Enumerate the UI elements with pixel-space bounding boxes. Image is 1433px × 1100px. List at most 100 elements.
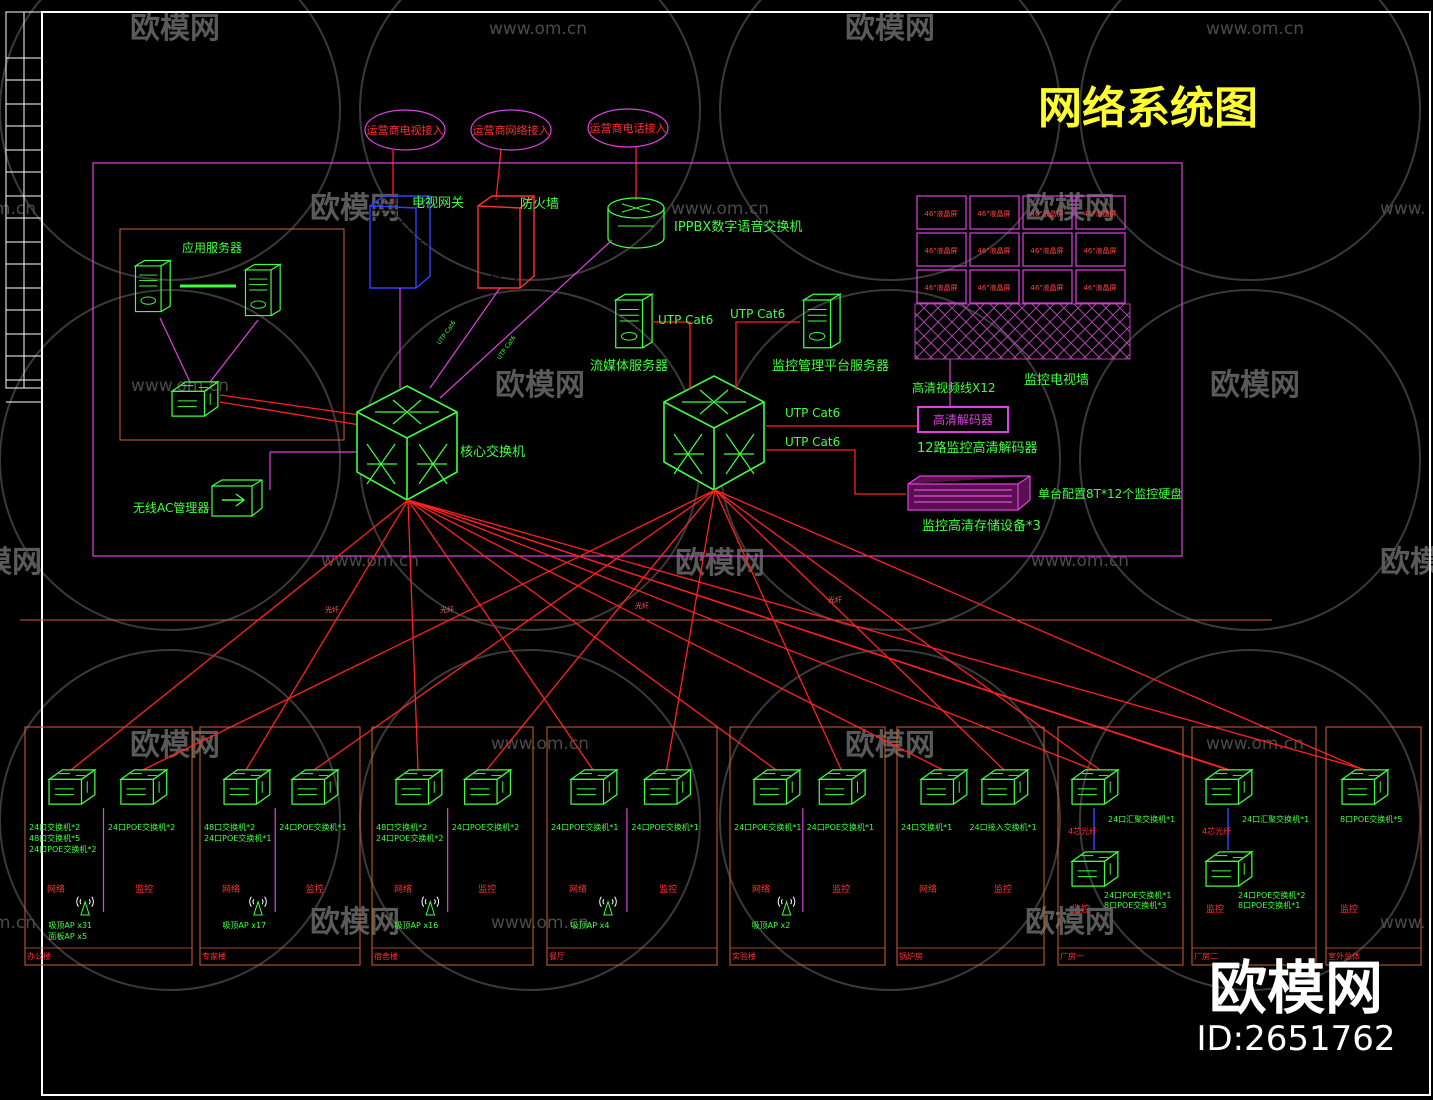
tv-screen	[916, 195, 967, 230]
core-switch-icon	[356, 385, 458, 501]
tv-screen	[1075, 269, 1126, 304]
fiber-label: 光纤	[325, 605, 339, 614]
tv-screen-label: 46"液晶屏	[1030, 283, 1063, 292]
fiber-cable	[407, 499, 419, 771]
monitor-core-switch-icon	[663, 375, 765, 491]
zone-left-switches: 24口POE交换机*1	[551, 822, 618, 832]
watermark-url: www.om.cn	[1031, 551, 1129, 571]
watermark-text: 欧模网	[845, 728, 935, 763]
utp-label-1: UTP Cat6	[658, 313, 713, 327]
tv-screen-label: 46"液晶屏	[924, 209, 957, 218]
watermark-text: 欧模网	[1025, 905, 1115, 940]
zone-net-label: 网络	[394, 883, 412, 895]
zone-right-switches: 24口汇聚交换机*1	[1242, 814, 1309, 824]
tv-screen	[1022, 195, 1073, 230]
monitor-platform-label: 监控管理平台服务器	[772, 358, 889, 374]
poe-switch-icon	[981, 769, 1029, 805]
watermark-text: 欧模网	[675, 546, 765, 581]
watermark-text: 欧模网	[130, 11, 220, 46]
drawing-frame	[5, 11, 1431, 1096]
zone-right-switches: 24口POE交换机*1	[631, 822, 698, 832]
zone-right-switches: 24口POE交换机*2	[108, 822, 175, 832]
poe-switch-icon	[120, 769, 168, 805]
zone-right-switches: 24口POE交换机*2	[452, 822, 519, 832]
fiber-cable	[313, 489, 716, 771]
watermark-text: 欧模网	[1025, 191, 1115, 226]
tv-screen-label: 46"液晶屏	[1030, 246, 1063, 255]
ippbx-router	[607, 197, 665, 249]
watermark-url: www.om.cn	[491, 734, 589, 754]
zone-name: 厂房一	[1060, 951, 1084, 961]
tv-screen	[969, 269, 1020, 304]
wifi-ap-icon	[76, 896, 94, 916]
firewall	[477, 195, 535, 289]
fiber-cables	[70, 489, 1367, 771]
poe-switch-icon	[1341, 769, 1389, 805]
tv-screen-label: 46"液晶屏	[977, 246, 1010, 255]
access-switch-icon	[223, 769, 271, 805]
tv-screen	[969, 195, 1020, 230]
tv-screen-label: 46"液晶屏	[977, 283, 1010, 292]
fiber-cable	[714, 489, 1365, 771]
tv-screen-label: 46"液晶屏	[977, 209, 1010, 218]
tv-screen	[969, 232, 1020, 267]
tv-screen-label: 46"液晶屏	[1083, 209, 1116, 218]
equipment-room-frame	[92, 162, 1183, 557]
watermark-url: www.om.cn	[671, 199, 769, 219]
zone-name: 办公楼	[27, 951, 51, 961]
fiber-cable	[486, 489, 716, 771]
isp-phone-label: 运营商电话接入	[590, 121, 667, 135]
zone-right-switches: 24口接入交换机*1	[969, 822, 1036, 832]
app-server-group: 应用服务器	[119, 228, 345, 441]
fiber-cable	[407, 499, 777, 771]
wifi-ap-icon	[421, 896, 440, 916]
access-switch-icon	[570, 769, 618, 805]
fiber-cable	[714, 489, 842, 771]
fiber-cable	[245, 499, 409, 771]
ippbx-label: IPPBX数字语音交换机	[674, 219, 802, 235]
zone-name: 宿舍楼	[374, 951, 398, 961]
zone-mon-label: 监控	[994, 883, 1012, 895]
zone-name: 专家楼	[202, 951, 226, 961]
tv-screen	[1022, 232, 1073, 267]
zone-fiber-label: 4芯光纤	[1202, 826, 1231, 836]
watermark-url: www.om.cn	[321, 551, 419, 571]
zone-mon-label: 监控	[1206, 903, 1224, 915]
decoder-box-label: 高清解码器	[933, 412, 993, 427]
stream-server-label: 流媒体服务器	[590, 358, 668, 374]
zone-right-switches: 24口POE交换机*1	[807, 822, 874, 832]
storage-device	[907, 475, 1031, 511]
zone-mon-label: 监控	[659, 883, 677, 895]
access-switch-icon	[920, 769, 968, 805]
svg-text:UTP Cat6: UTP Cat6	[496, 334, 518, 361]
fiber-cable	[407, 499, 1231, 771]
tv-screen-label: 46"液晶屏	[1030, 209, 1063, 218]
watermark-text: 欧模网	[495, 368, 585, 403]
watermark-url-clipped: www.	[1380, 913, 1426, 933]
tv-wall-label: 监控电视墙	[1024, 373, 1089, 388]
zone-mon-label: 监控	[478, 883, 496, 895]
access-switch-icon	[395, 769, 443, 805]
server-icon	[244, 263, 281, 317]
fiber-cable	[70, 499, 409, 771]
watermark-url: www.om.cn	[491, 913, 589, 933]
hd-decoder: 高清解码器	[917, 406, 1009, 433]
tv-gateway	[369, 195, 431, 289]
watermark-text-clipped: 欧模网	[0, 545, 42, 580]
wifi-ap-icon	[249, 896, 267, 916]
access-switch-icon	[48, 769, 96, 805]
hd-lines-label: 高清视频线X12	[912, 380, 996, 395]
tv-screen-label: 46"液晶屏	[924, 246, 957, 255]
wifi-ap-icon	[599, 896, 617, 916]
watermark-url-clipped: www.	[1380, 199, 1426, 219]
zone-left-switches: 24口交换机*1	[901, 822, 952, 832]
fiber-label: 光纤	[440, 605, 454, 614]
monitor-server-icon	[803, 293, 841, 349]
